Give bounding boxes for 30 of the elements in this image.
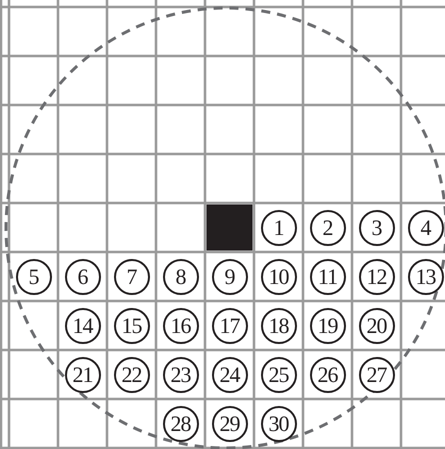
numbered-circle: 11 bbox=[310, 258, 346, 294]
numbered-circle: 3 bbox=[358, 210, 394, 246]
numbered-circle: 6 bbox=[64, 258, 100, 294]
numbered-circle: 1 bbox=[260, 210, 296, 246]
numbered-circle: 10 bbox=[260, 258, 296, 294]
numbered-circle: 28 bbox=[162, 406, 198, 442]
numbered-circle: 17 bbox=[212, 308, 248, 344]
numbered-circle: 22 bbox=[114, 356, 150, 392]
numbered-circle: 18 bbox=[260, 308, 296, 344]
numbered-circle: 7 bbox=[114, 258, 150, 294]
numbered-circle: 9 bbox=[212, 258, 248, 294]
numbered-circle: 29 bbox=[212, 406, 248, 442]
numbered-circle: 13 bbox=[408, 258, 444, 294]
numbered-circle: 20 bbox=[358, 308, 394, 344]
numbered-circle: 25 bbox=[260, 356, 296, 392]
numbered-circle: 12 bbox=[358, 258, 394, 294]
numbered-circle: 26 bbox=[310, 356, 346, 392]
numbered-circle: 14 bbox=[64, 308, 100, 344]
numbered-circle: 4 bbox=[408, 210, 444, 246]
numbered-circle: 2 bbox=[310, 210, 346, 246]
numbered-circle: 30 bbox=[260, 406, 296, 442]
numbered-circle: 8 bbox=[162, 258, 198, 294]
numbered-circle: 5 bbox=[16, 258, 52, 294]
numbered-circle: 21 bbox=[64, 356, 100, 392]
numbered-circle: 24 bbox=[212, 356, 248, 392]
numbered-circle: 23 bbox=[162, 356, 198, 392]
numbered-circle: 16 bbox=[162, 308, 198, 344]
numbered-circle: 27 bbox=[358, 356, 394, 392]
numbered-circle: 19 bbox=[310, 308, 346, 344]
numbered-circle: 15 bbox=[114, 308, 150, 344]
